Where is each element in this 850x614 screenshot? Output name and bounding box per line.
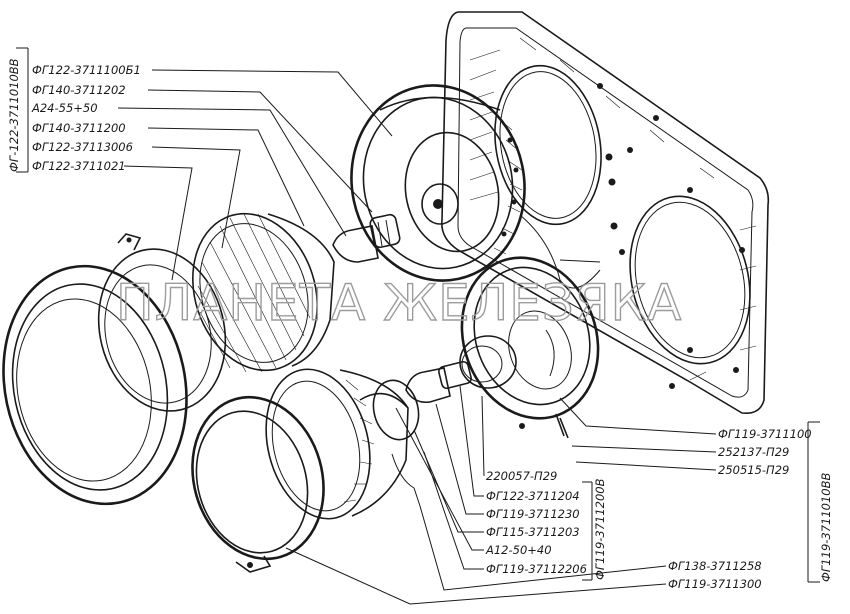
label-r2: 252137-П29 [718,445,789,459]
labels-left: ФГ-122-3711010ВВ ФГ122-3711100Б1 ФГ140-3… [7,47,393,281]
bulb-upper [332,213,401,263]
headlight-housing-lower [460,256,600,439]
labels-right: ФГ119-3711100 252137-П29 250515-П29 ФГ11… [559,397,833,583]
label-r1: ФГ119-3711100 [718,427,812,441]
label-b3: ФГ119-3711230 [486,507,580,521]
inner-rim-upper [97,233,227,412]
label-vert-mid: ФГ119-3711200В [593,478,607,580]
label-r3: 250515-П29 [718,463,789,477]
label-b8: ФГ119-3711300 [668,577,762,591]
label-vert-right: ФГ119-3711010ВВ [819,472,833,582]
label-b5: А12-50+40 [485,543,552,557]
outer-bezel-ring [2,264,188,506]
optical-unit-lower [265,368,421,520]
label-l6: ФГ122-3711021 [32,159,126,173]
mounting-panel [441,11,770,415]
label-b2: ФГ122-3711204 [486,489,580,503]
label-b7: ФГ138-3711258 [668,559,762,573]
labels-bottom: 220057-П29 ФГ122-3711204 ФГ119-3711230 Ф… [285,385,762,605]
label-l2: ФГ140-3711202 [32,83,126,97]
label-b4: ФГ115-3711203 [486,525,580,539]
watermark: ПЛАНЕТА ЖЕЛЕЗЯКА [116,274,682,332]
label-l5: ФГ122-37113006 [32,140,133,154]
label-vert-left: ФГ-122-3711010ВВ [7,58,21,172]
label-l1: ФГ122-3711100Б1 [32,63,141,77]
headlight-housing-upper [350,84,601,289]
optical-unit-upper [192,212,335,373]
label-l3: А24-55+50 [31,101,98,115]
label-b1: 220057-П29 [486,469,557,483]
label-b6: ФГ119-37112206 [486,562,587,576]
front-rim-lower [191,395,325,573]
bulb-lower [405,335,517,404]
label-l4: ФГ140-3711200 [32,121,126,135]
